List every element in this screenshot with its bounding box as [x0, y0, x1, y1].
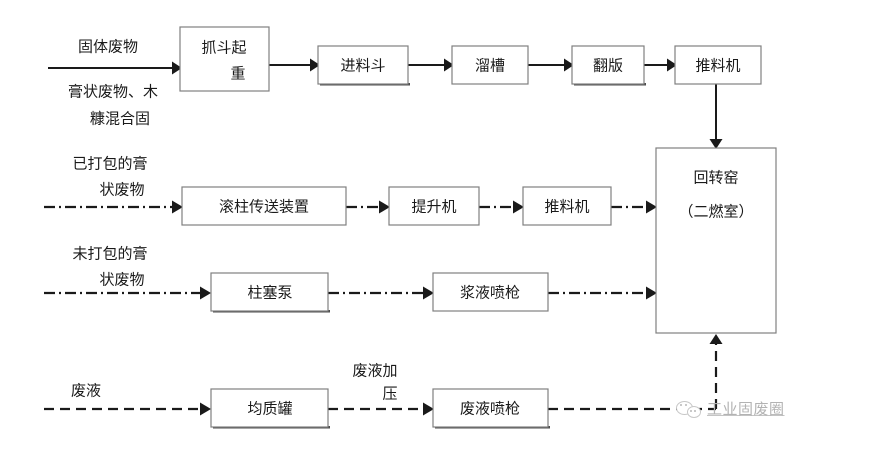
arrowhead-to-pusher-mid: [513, 200, 524, 214]
node-roller-conveyor[interactable]: [181, 186, 347, 226]
watermark-label: 工业固废圈: [707, 400, 785, 418]
node-rotary-kiln-label-line2: （二燃室）: [678, 203, 753, 221]
arrowhead-kiln-bottom: [709, 334, 723, 344]
node-elevator[interactable]: [388, 186, 480, 226]
node-pusher-top[interactable]: [674, 45, 762, 85]
node-chute-label: 溜槽: [475, 57, 505, 75]
node-pusher-mid[interactable]: [522, 186, 612, 226]
label-packed-paste-line2: 状废物: [99, 181, 144, 199]
node-rotary-kiln-label-line1: 回转窑: [693, 169, 738, 187]
node-plunger-pump[interactable]: [210, 272, 329, 312]
arrowhead-to-plunger-pump: [200, 286, 211, 300]
arrowhead-kiln-top: [709, 139, 723, 149]
label-pressurize-line1: 废液加: [352, 362, 397, 380]
label-unpacked-paste-line1: 未打包的膏: [72, 245, 147, 263]
node-slurry-lance[interactable]: [432, 272, 549, 312]
node-flap-label: 翻版: [593, 57, 623, 75]
node-pusher-mid-label: 推料机: [544, 198, 589, 216]
arrowhead-to-homogenizing-tank: [200, 402, 211, 416]
node-elevator-label: 提升机: [411, 198, 456, 216]
arrowhead-to-grab-crane: [172, 61, 182, 75]
label-unpacked-paste-line2: 状废物: [99, 271, 144, 289]
node-pusher-top-label: 推料机: [695, 57, 740, 75]
node-grab-crane-label-line2: 重: [230, 65, 245, 83]
node-plunger-pump-label: 柱塞泵: [247, 284, 292, 302]
label-waste-liquid: 废液: [71, 382, 101, 400]
label-paste-wood-line2: 糠混合固: [90, 110, 150, 128]
arrowhead-kiln-left-lower: [646, 286, 657, 300]
node-roller-conveyor-label: 滚柱传送装置: [219, 198, 309, 216]
node-homogenizing-tank-label: 均质罐: [247, 400, 292, 418]
node-feed-hopper[interactable]: [317, 45, 409, 85]
node-grab-crane-label-line1: 抓斗起: [201, 39, 246, 57]
arrowhead-to-elevator: [379, 200, 390, 214]
node-waste-liquid-lance[interactable]: [432, 388, 549, 428]
node-waste-liquid-lance-label: 废液喷枪: [460, 400, 520, 418]
arrowhead-to-roller-conveyor: [172, 200, 183, 214]
node-feed-hopper-label: 进料斗: [340, 57, 385, 75]
arrowhead-to-chute: [444, 58, 454, 72]
label-solid-waste: 固体废物: [78, 38, 138, 56]
label-pressurize-line2: 压: [382, 385, 397, 403]
arrowhead-to-waste-liquid-lance: [423, 402, 434, 416]
node-flap[interactable]: [571, 45, 645, 85]
wechat-icon: [676, 399, 702, 419]
arrowhead-to-pusher-top: [667, 58, 677, 72]
arrowhead-to-flap: [564, 58, 574, 72]
node-chute[interactable]: [451, 45, 529, 85]
node-homogenizing-tank[interactable]: [210, 388, 329, 428]
arrowhead-kiln-left-upper: [646, 200, 657, 214]
label-packed-paste-line1: 已打包的膏: [72, 155, 147, 173]
watermark: 工业固废圈: [676, 398, 785, 419]
node-slurry-lance-label: 浆液喷枪: [460, 284, 520, 302]
arrowhead-to-slurry-lance: [423, 286, 434, 300]
node-grab-crane[interactable]: [179, 26, 270, 92]
arrowhead-to-feed-hopper: [310, 58, 320, 72]
label-paste-wood-line1: 膏状废物、木: [68, 83, 158, 101]
node-rotary-kiln[interactable]: [655, 147, 777, 334]
